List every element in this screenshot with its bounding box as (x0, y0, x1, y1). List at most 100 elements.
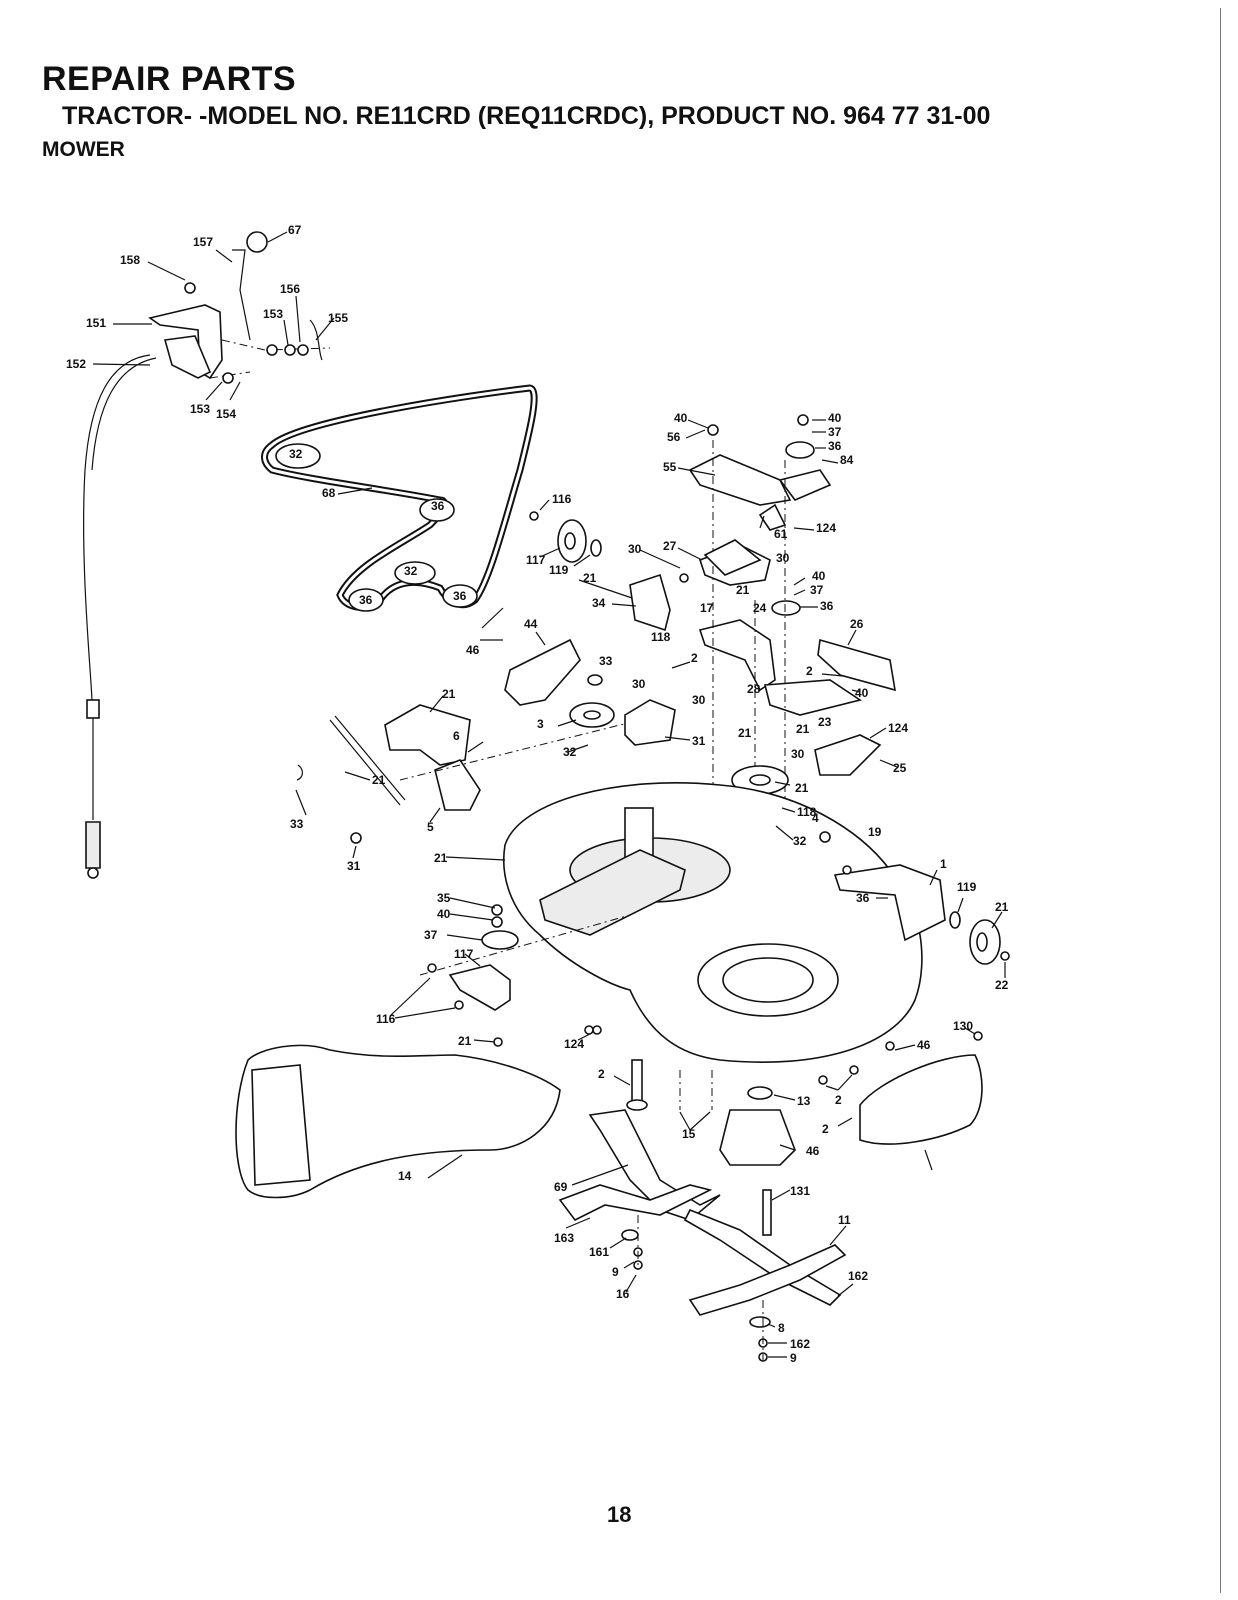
callout-118: 118 (651, 630, 671, 644)
callout-32: 32 (793, 834, 807, 848)
idler-bracket-assembly (688, 414, 896, 900)
callout-154: 154 (216, 407, 236, 421)
page-edge-line (1220, 8, 1221, 1593)
callout-84: 84 (840, 453, 854, 467)
callout-46: 46 (917, 1038, 931, 1052)
callout-2: 2 (822, 1122, 829, 1136)
drive-belt-68 (261, 384, 538, 612)
callout-40: 40 (812, 569, 826, 583)
callout-1: 1 (940, 857, 947, 871)
callout-153: 153 (190, 402, 210, 416)
callout-17: 17 (700, 601, 714, 615)
callout-2: 2 (806, 664, 813, 678)
callout-26: 26 (850, 617, 864, 631)
callout-25: 25 (893, 761, 907, 775)
callout-9: 9 (790, 1351, 797, 1365)
callout-33: 33 (290, 817, 304, 831)
callout-118: 118 (797, 805, 817, 819)
callout-30: 30 (692, 693, 706, 707)
callout-37: 37 (810, 583, 824, 597)
callout-155: 155 (328, 311, 348, 325)
blade-spindles (626, 1059, 796, 1236)
callout-124: 124 (564, 1037, 584, 1051)
discharge-chute (235, 1044, 561, 1199)
callout-162: 162 (848, 1269, 868, 1283)
callout-69: 69 (554, 1180, 568, 1194)
callout-36: 36 (828, 439, 842, 453)
callout-151: 151 (86, 316, 106, 330)
mower-blades (558, 1109, 847, 1362)
callout-40: 40 (828, 411, 842, 425)
callout-40: 40 (855, 686, 869, 700)
callout-13: 13 (797, 1094, 811, 1108)
callout-32: 32 (404, 564, 418, 578)
leader-lines (92, 231, 1006, 1358)
callout-35: 35 (437, 891, 451, 905)
mower-deck-housing (502, 782, 923, 1063)
callout-21: 21 (736, 583, 750, 597)
callout-37: 37 (828, 425, 842, 439)
callout-9: 9 (612, 1265, 619, 1279)
left-idler-bracket (419, 914, 631, 1011)
lift-lever-assembly (83, 231, 331, 879)
callout-117: 117 (526, 553, 546, 567)
section-heading: MOWER (42, 138, 125, 161)
left-spindle-pulley (569, 674, 676, 746)
callout-22: 22 (995, 978, 1009, 992)
callout-21: 21 (995, 900, 1009, 914)
page-number: 18 (607, 1502, 632, 1527)
gauge-wheel-left (557, 519, 762, 632)
callout-27: 27 (663, 539, 677, 553)
callout-119: 119 (957, 880, 977, 894)
callout-15: 15 (682, 1127, 696, 1141)
callout-31: 31 (692, 734, 706, 748)
callout-56: 56 (667, 430, 681, 444)
callout-21: 21 (795, 781, 809, 795)
callout-30: 30 (628, 542, 642, 556)
callout-19: 19 (868, 825, 882, 839)
callout-2: 2 (598, 1067, 605, 1081)
callout-21: 21 (442, 687, 456, 701)
callout-2: 2 (835, 1093, 842, 1107)
callout-31: 31 (347, 859, 361, 873)
callout-156: 156 (280, 282, 300, 296)
callout-37: 37 (424, 928, 438, 942)
callout-21: 21 (738, 726, 752, 740)
callout-6: 6 (453, 729, 460, 743)
callout-2: 2 (691, 651, 698, 665)
callout-4: 4 (812, 811, 819, 825)
callout-152: 152 (66, 357, 86, 371)
model-subtitle: TRACTOR- -MODEL NO. RE11CRD (REQ11CRDC),… (62, 102, 991, 130)
deflector-shield (859, 1054, 983, 1145)
callout-36: 36 (820, 599, 834, 613)
callout-32: 32 (289, 447, 303, 461)
callout-163: 163 (554, 1231, 574, 1245)
callout-161: 161 (589, 1245, 609, 1259)
callout-162: 162 (790, 1337, 810, 1351)
callout-36: 36 (856, 891, 870, 905)
callout-30: 30 (791, 747, 805, 761)
callout-32: 32 (563, 745, 577, 759)
callout-30: 30 (632, 677, 646, 691)
callout-21: 21 (372, 773, 386, 787)
callout-67: 67 (288, 223, 302, 237)
callout-46: 46 (806, 1144, 820, 1158)
callout-116: 116 (552, 492, 572, 506)
gauge-wheel-right (833, 864, 1001, 965)
callout-30: 30 (776, 551, 790, 565)
callout-14: 14 (398, 1169, 412, 1183)
callout-61: 61 (774, 527, 788, 541)
callout-68: 68 (322, 486, 336, 500)
callout-16: 16 (616, 1287, 630, 1301)
callout-40: 40 (437, 907, 451, 921)
callout-36: 36 (453, 589, 467, 603)
callout-130: 130 (953, 1019, 973, 1033)
callout-21: 21 (434, 851, 448, 865)
callout-24: 24 (753, 601, 767, 615)
callout-11: 11 (838, 1213, 851, 1227)
callout-36: 36 (431, 499, 445, 513)
callout-8: 8 (778, 1321, 785, 1335)
callout-131: 131 (790, 1184, 810, 1198)
